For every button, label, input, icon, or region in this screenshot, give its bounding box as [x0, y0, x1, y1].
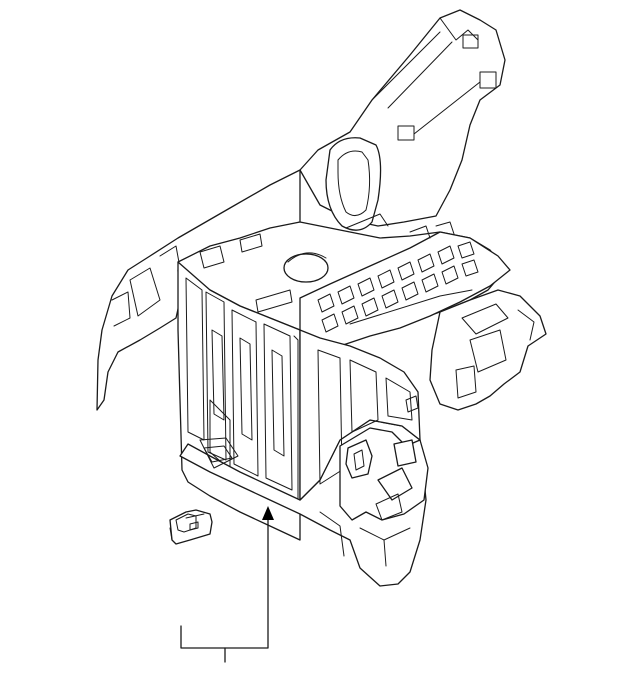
main-bracket — [96, 9, 547, 587]
callout-leader — [180, 506, 274, 663]
clip-fastener-icon — [169, 509, 213, 545]
right-block — [429, 289, 547, 411]
arrow-up-icon — [262, 506, 274, 520]
flange-loop — [325, 137, 382, 231]
small-clip — [169, 509, 213, 545]
